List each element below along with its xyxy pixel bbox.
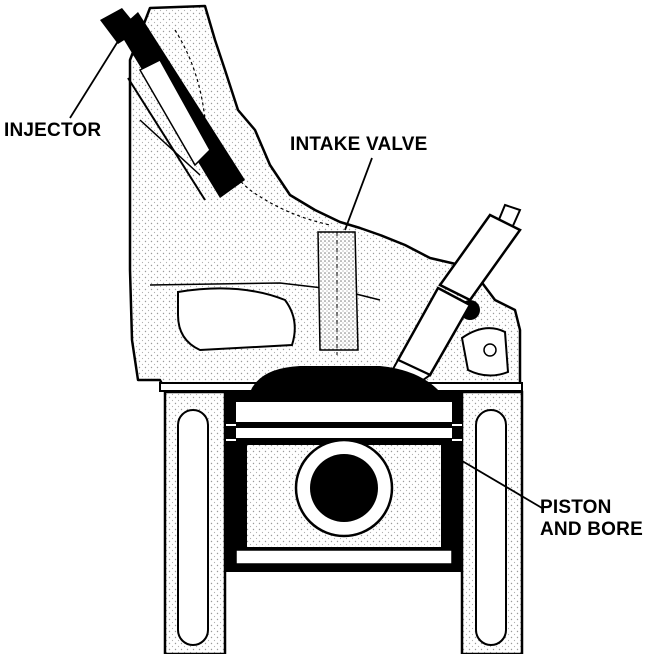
piston-label-line1: PISTON [540, 497, 612, 518]
injector-body [100, 8, 245, 201]
cylinder-head [128, 4, 523, 392]
right-block-wall [460, 390, 524, 656]
left-block-wall [163, 390, 227, 656]
intake-valve-label: INTAKE VALVE [290, 134, 428, 155]
injector-label: INJECTOR [4, 120, 102, 141]
piston [226, 392, 462, 572]
piston-and-bore-label: PISTON AND BORE [540, 497, 643, 541]
intake-valve-leader [344, 157, 373, 231]
piston-label-line2: AND BORE [540, 519, 643, 540]
injector-leader [69, 37, 121, 119]
leader-lines [69, 37, 543, 509]
combustion-chamber [250, 366, 440, 392]
piston-leader [451, 454, 543, 509]
